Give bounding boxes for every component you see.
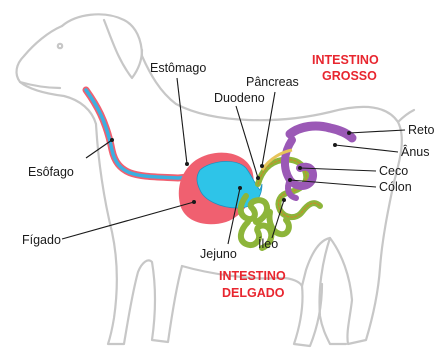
- esophagus-wall: [86, 90, 200, 178]
- label-colon: Cólon: [379, 180, 412, 194]
- dog-eye: [58, 44, 62, 48]
- group-label-intestino-grosso-line1: INTESTINO: [312, 53, 379, 67]
- group-label-intestino-delgado-line2: DELGADO: [222, 286, 285, 300]
- label-ceco: Ceco: [379, 164, 408, 178]
- dog-chest-outline: [96, 124, 182, 344]
- dog-hindleg-outline: [319, 238, 346, 344]
- label-duodeno: Duodeno: [214, 91, 265, 105]
- label-anus: Ânus: [401, 144, 430, 159]
- label-reto: Reto: [408, 123, 434, 137]
- label-estomago: Estômago: [150, 61, 206, 75]
- dog-muzzle-outline: [17, 26, 96, 124]
- esophagus: [86, 90, 200, 178]
- label-esofago: Esôfago: [28, 165, 74, 179]
- dog-tail-outline: [398, 110, 414, 122]
- dog-ear-outline: [104, 20, 142, 78]
- group-label-intestino-delgado-line1: INTESTINO: [219, 269, 286, 283]
- label-jejuno: Jejuno: [200, 247, 237, 261]
- group-label-intestino-grosso-line2: GROSSO: [322, 69, 377, 83]
- label-figado: Fígado: [22, 233, 61, 247]
- label-ileo: Íleo: [258, 236, 278, 251]
- label-pancreas: Pâncreas: [246, 75, 299, 89]
